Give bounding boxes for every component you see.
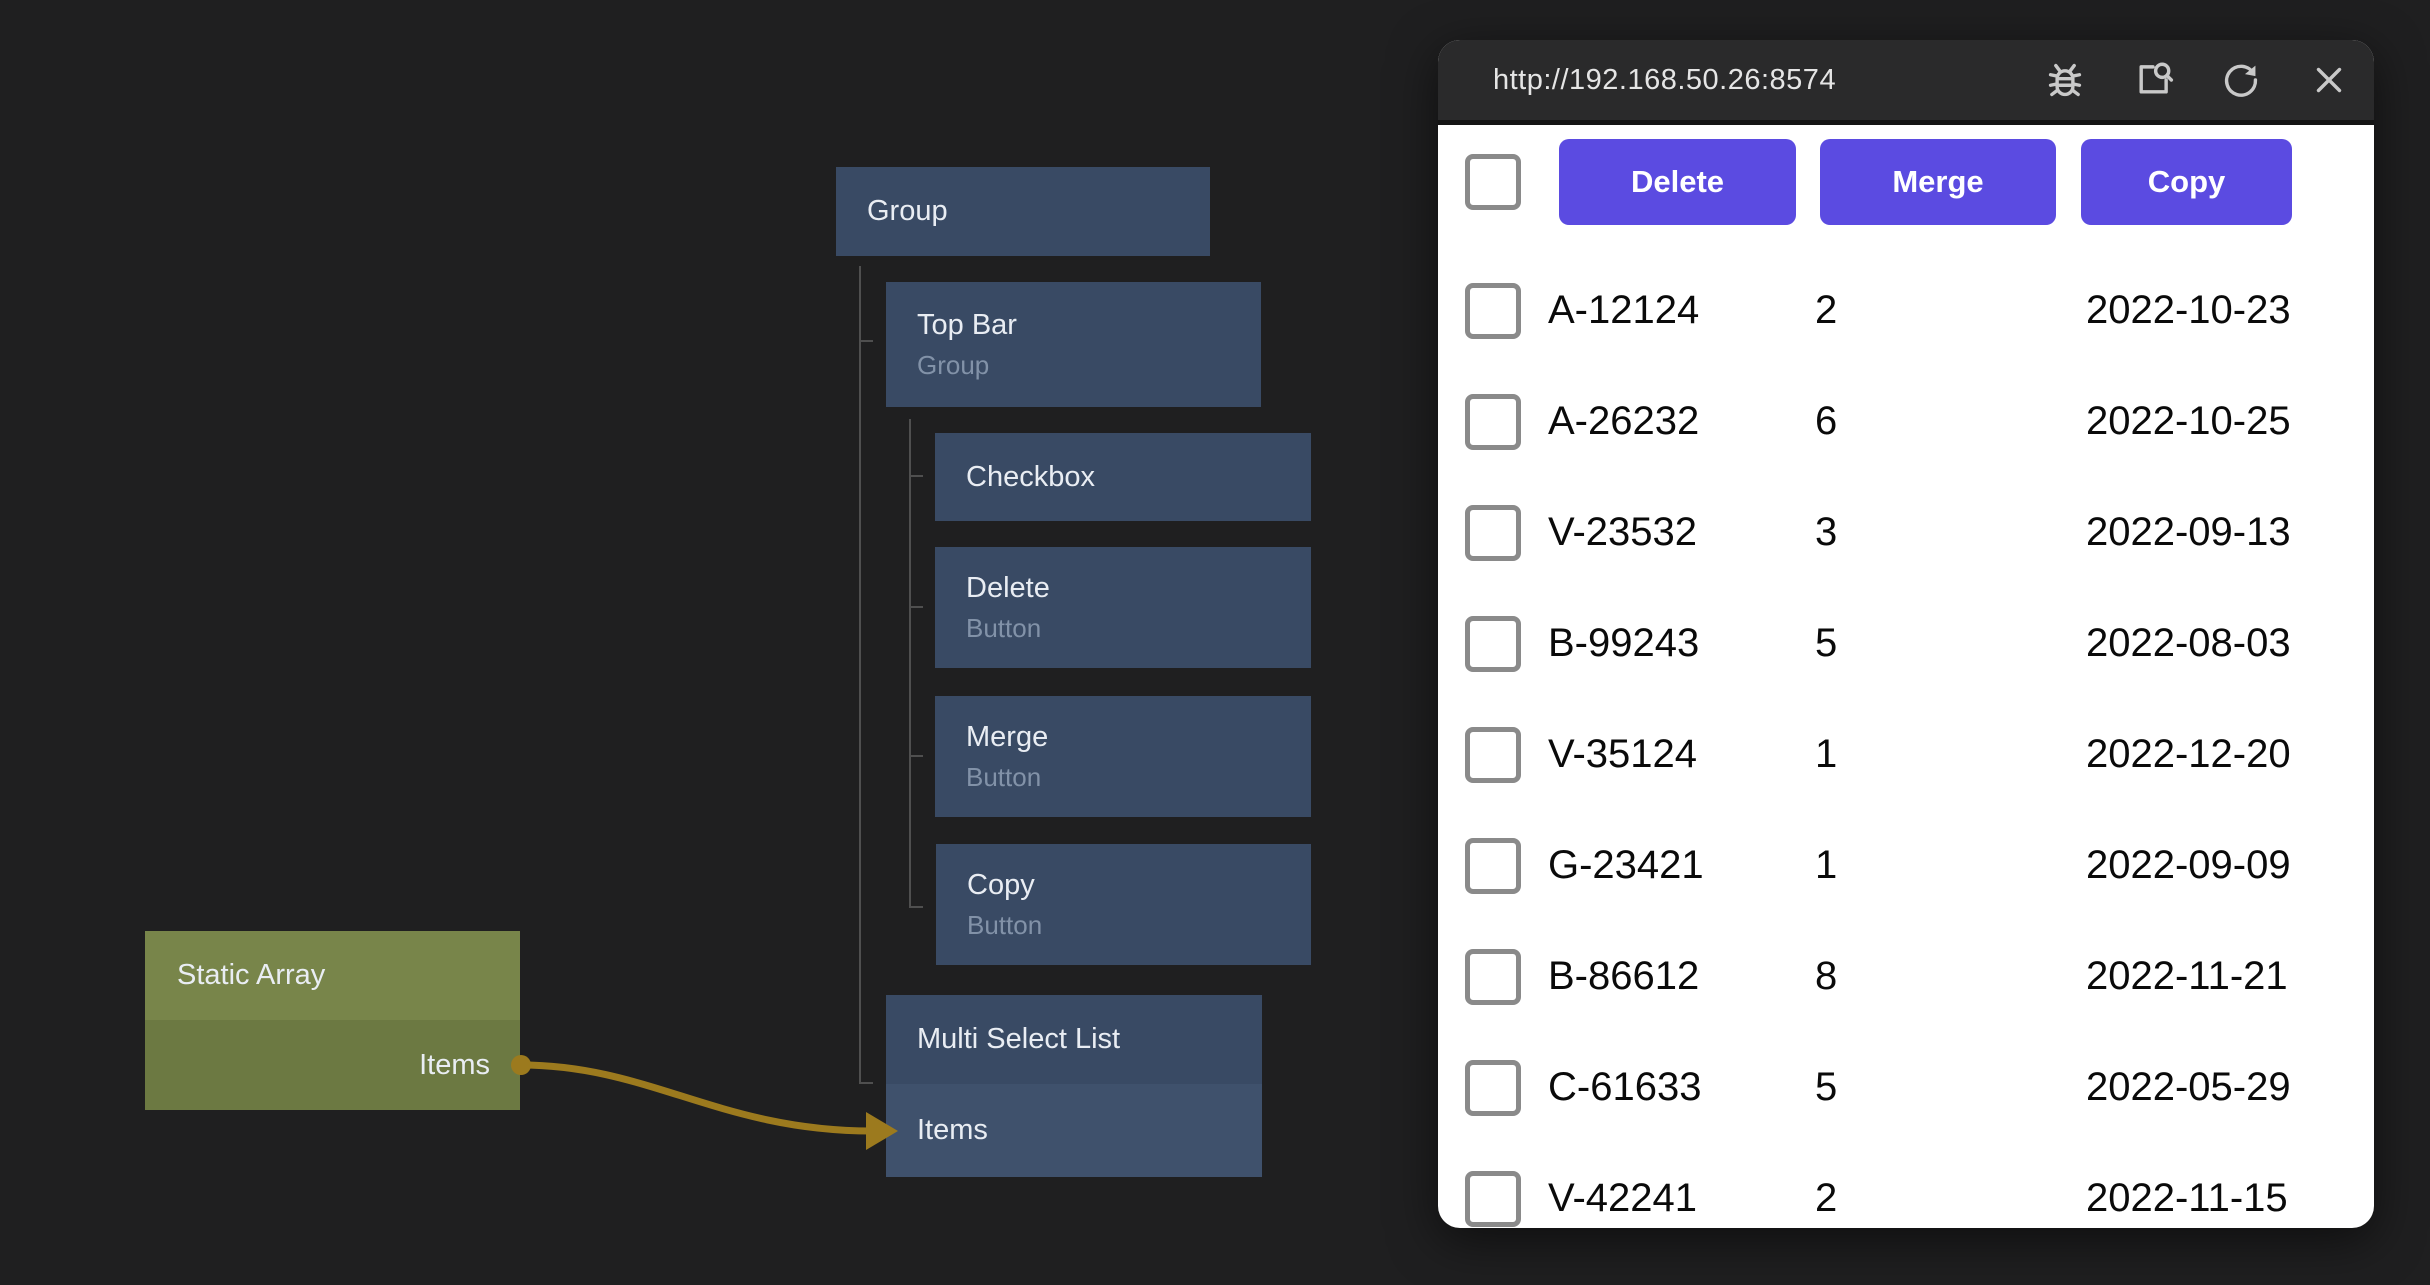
- multi-select-list: A-12124 2 2022-10-23 A-26232 6 2022-10-2…: [1465, 255, 2374, 1228]
- node-title: Merge: [966, 720, 1049, 753]
- row-date: 2022-12-20: [2086, 732, 2291, 776]
- row-date: 2022-11-21: [2086, 954, 2288, 998]
- node-subtitle: Button: [967, 909, 1043, 940]
- port-label: Items: [419, 1048, 490, 1081]
- node-multi-select-list[interactable]: Multi Select List Items: [886, 995, 1262, 1177]
- tree-tick-copy: [909, 906, 923, 908]
- node-subtitle: Group: [917, 349, 990, 380]
- row-checkbox[interactable]: [1465, 504, 1521, 561]
- row-checkbox[interactable]: [1465, 615, 1521, 672]
- row-checkbox[interactable]: [1465, 948, 1521, 1005]
- row-date: 2022-05-29: [2086, 1065, 2291, 1109]
- preview-window: http://192.168.50.26:8574: [1438, 40, 2374, 1228]
- node-title: Static Array: [177, 959, 326, 991]
- row-checkbox[interactable]: [1465, 1170, 1521, 1227]
- row-qty: 1: [1815, 843, 1838, 887]
- node-title: Group: [867, 195, 948, 227]
- row-checkbox[interactable]: [1465, 282, 1521, 339]
- titlebar-icons: [2043, 58, 2351, 102]
- row-id: V-35124: [1548, 732, 1698, 776]
- tree-tick-delete: [909, 606, 923, 608]
- tree-tick-multiselect: [859, 1082, 873, 1084]
- inspect-icon[interactable]: [2131, 58, 2175, 102]
- node-checkbox[interactable]: Checkbox: [935, 433, 1311, 521]
- tree-line-level2: [909, 419, 911, 908]
- node-title: Checkbox: [966, 460, 1095, 493]
- row-qty: 2: [1815, 288, 1838, 332]
- row-date: 2022-08-03: [2086, 621, 2291, 665]
- row-checkbox[interactable]: [1465, 393, 1521, 450]
- row-date: 2022-11-15: [2086, 1176, 2288, 1220]
- merge-button[interactable]: Merge: [1820, 139, 2056, 225]
- tree-tick-checkbox: [909, 475, 923, 477]
- row-date: 2022-10-25: [2086, 399, 2291, 443]
- node-title: Copy: [967, 868, 1035, 901]
- row-checkbox[interactable]: [1465, 726, 1521, 783]
- row-id: A-26232: [1548, 399, 1700, 443]
- row-qty: 3: [1815, 510, 1838, 554]
- row-qty: 2: [1815, 1176, 1838, 1220]
- toolbar: Delete Merge Copy: [1465, 139, 2374, 225]
- row-id: A-12124: [1548, 288, 1700, 332]
- row-qty: 5: [1815, 621, 1838, 665]
- row-date: 2022-10-23: [2086, 288, 2291, 332]
- node-header: Multi Select List: [886, 995, 1262, 1084]
- node-subtitle: Button: [966, 761, 1042, 792]
- reload-icon[interactable]: [2219, 58, 2263, 102]
- list-item[interactable]: V-42241 2 2022-11-15: [1465, 1143, 2374, 1228]
- items-output-port[interactable]: Items: [145, 1020, 520, 1110]
- tree-tick-topbar: [859, 340, 873, 342]
- list-item[interactable]: A-12124 2 2022-10-23: [1465, 255, 2374, 366]
- tree-tick-merge: [909, 755, 923, 757]
- node-header: Static Array: [145, 931, 520, 1020]
- node-top-bar[interactable]: Top Bar Group: [886, 282, 1261, 407]
- row-date: 2022-09-09: [2086, 843, 2291, 887]
- preview-content: Delete Merge Copy A-12124 2 2022-10-23 A…: [1438, 125, 2374, 1228]
- row-qty: 5: [1815, 1065, 1838, 1109]
- node-subtitle: Button: [966, 612, 1042, 643]
- row-id: B-86612: [1548, 954, 1700, 998]
- items-connection-wire[interactable]: [520, 1061, 873, 1135]
- node-title: Multi Select List: [917, 1023, 1121, 1055]
- row-checkbox[interactable]: [1465, 1059, 1521, 1116]
- list-item[interactable]: C-61633 5 2022-05-29: [1465, 1032, 2374, 1143]
- row-qty: 8: [1815, 954, 1838, 998]
- row-id: V-42241: [1548, 1176, 1698, 1220]
- row-checkbox[interactable]: [1465, 837, 1521, 894]
- node-delete-button[interactable]: Delete Button: [935, 547, 1311, 668]
- row-id: C-61633: [1548, 1065, 1702, 1109]
- tree-line-level1: [859, 266, 861, 1084]
- port-label: Items: [917, 1114, 988, 1146]
- row-date: 2022-09-13: [2086, 510, 2291, 554]
- list-item[interactable]: A-26232 6 2022-10-25: [1465, 366, 2374, 477]
- node-merge-button[interactable]: Merge Button: [935, 696, 1311, 817]
- node-copy-button[interactable]: Copy Button: [936, 844, 1311, 965]
- node-title: Delete: [966, 571, 1050, 604]
- delete-button[interactable]: Delete: [1559, 139, 1796, 225]
- row-id: G-23421: [1548, 843, 1704, 887]
- list-item[interactable]: B-99243 5 2022-08-03: [1465, 588, 2374, 699]
- row-qty: 6: [1815, 399, 1838, 443]
- items-input-port[interactable]: Items: [886, 1084, 1262, 1177]
- row-id: V-23532: [1548, 510, 1698, 554]
- list-item[interactable]: B-86612 8 2022-11-21: [1465, 921, 2374, 1032]
- node-title: Top Bar: [917, 308, 1017, 341]
- select-all-checkbox[interactable]: [1465, 154, 1521, 210]
- debug-icon[interactable]: [2043, 58, 2087, 102]
- node-group[interactable]: Group: [836, 167, 1210, 256]
- node-static-array[interactable]: Static Array Items: [145, 931, 520, 1110]
- list-item[interactable]: G-23421 1 2022-09-09: [1465, 810, 2374, 921]
- list-item[interactable]: V-35124 1 2022-12-20: [1465, 699, 2374, 810]
- url-text: http://192.168.50.26:8574: [1493, 63, 1837, 96]
- preview-titlebar[interactable]: http://192.168.50.26:8574: [1438, 40, 2374, 125]
- row-qty: 1: [1815, 732, 1838, 776]
- row-id: B-99243: [1548, 621, 1700, 665]
- close-icon[interactable]: [2307, 58, 2351, 102]
- list-item[interactable]: V-23532 3 2022-09-13: [1465, 477, 2374, 588]
- copy-button[interactable]: Copy: [2081, 139, 2292, 225]
